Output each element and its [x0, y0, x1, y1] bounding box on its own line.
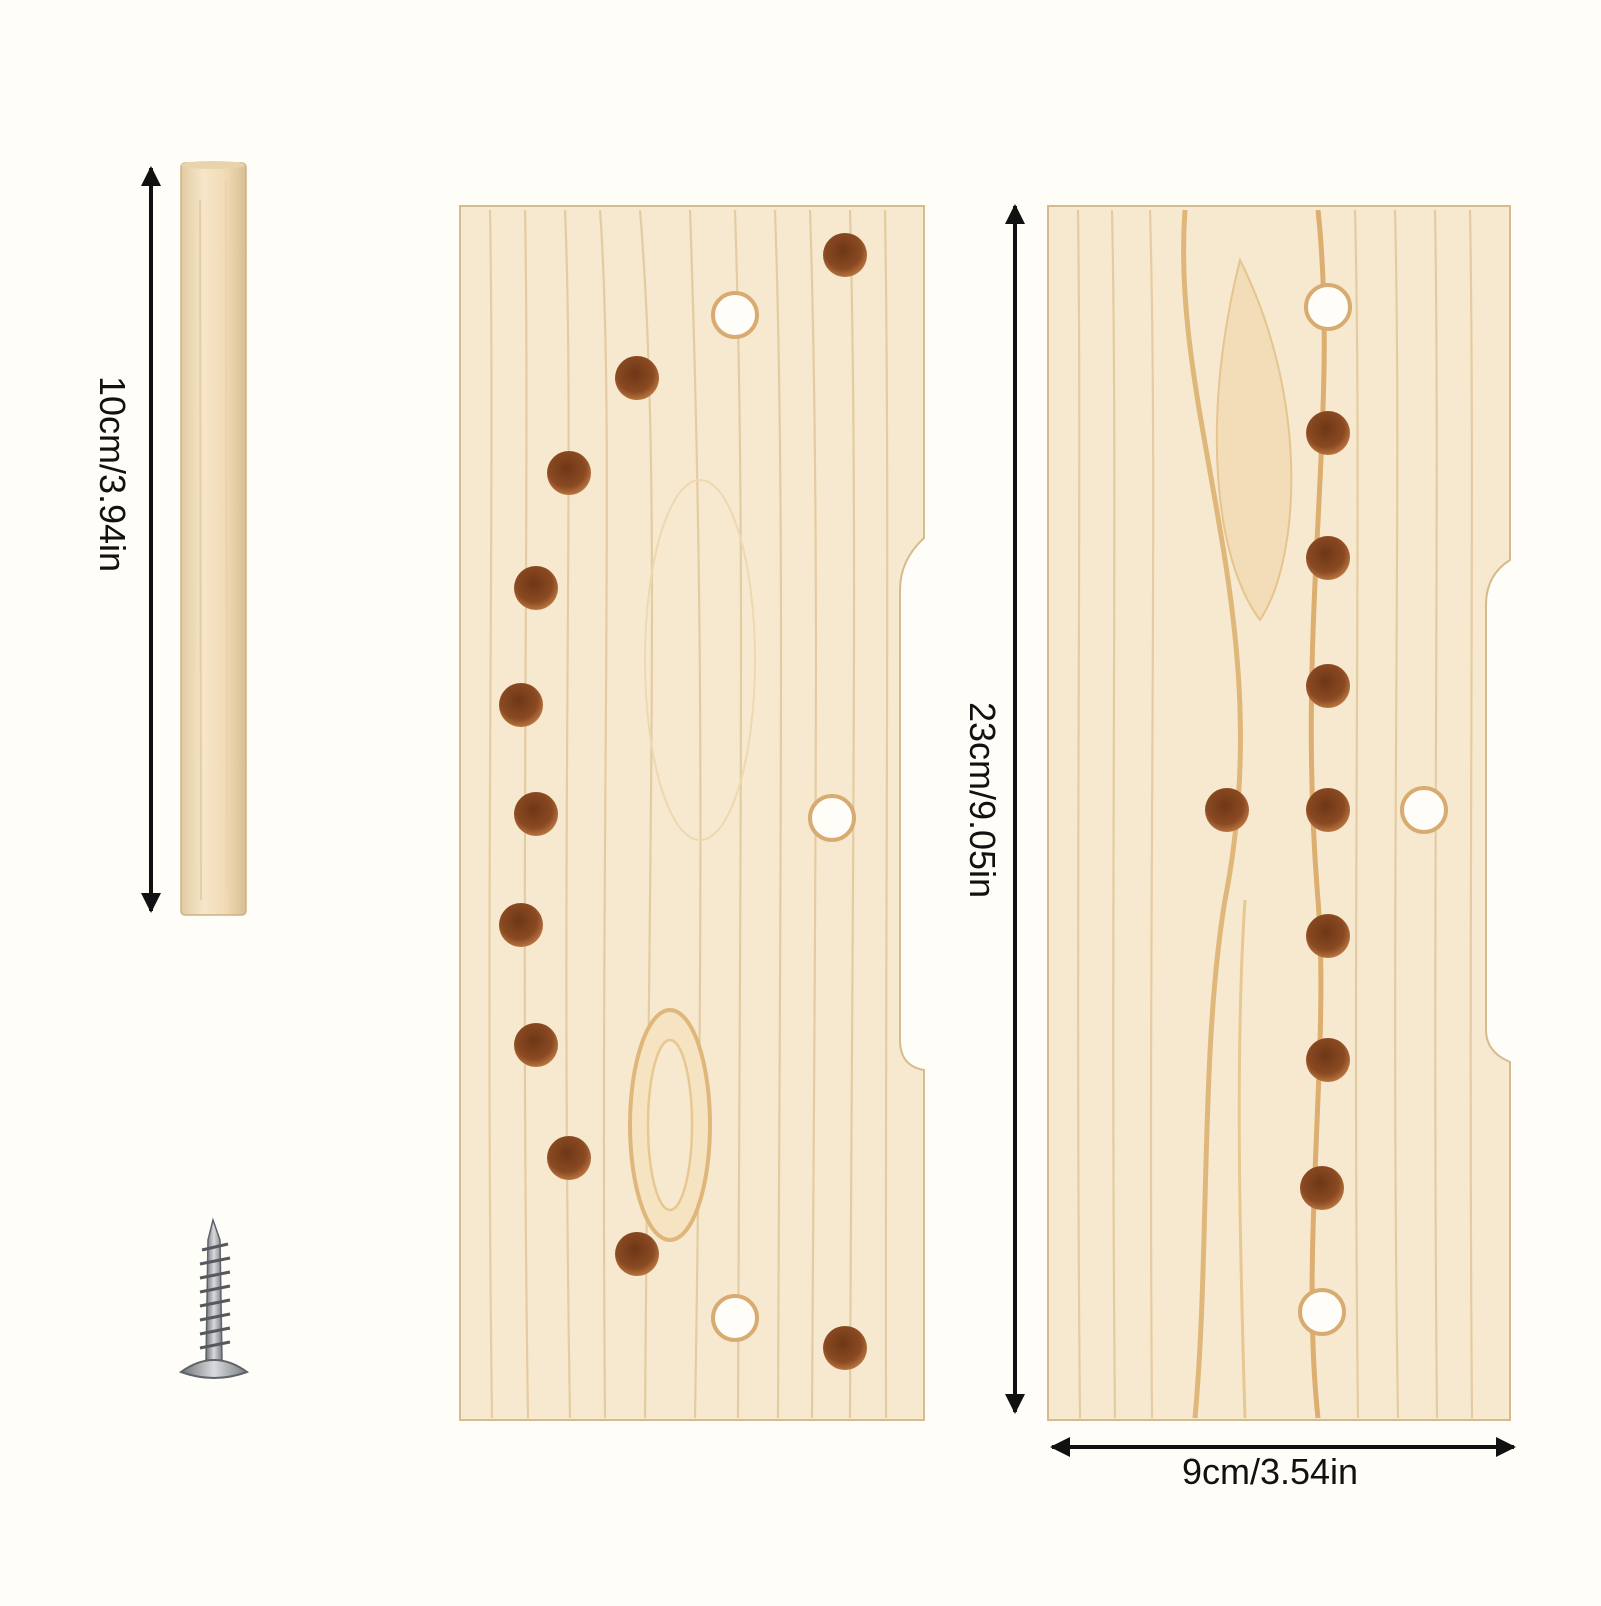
right-board-through-holes [1298, 283, 1448, 1336]
right-board-peg-holes [1205, 411, 1350, 1210]
board-width-label: 9cm/3.54in [1181, 1451, 1359, 1492]
wooden-dowel [180, 161, 247, 916]
right-board [1047, 205, 1511, 1421]
left-board-peg-holes [499, 233, 867, 1370]
left-board-through-holes [711, 291, 856, 1342]
screw [178, 1217, 250, 1379]
dowel-length-label: 10cm/3.94in [92, 375, 133, 573]
board-height-label: 23cm/9.05in [962, 701, 1003, 899]
left-board [459, 205, 925, 1421]
